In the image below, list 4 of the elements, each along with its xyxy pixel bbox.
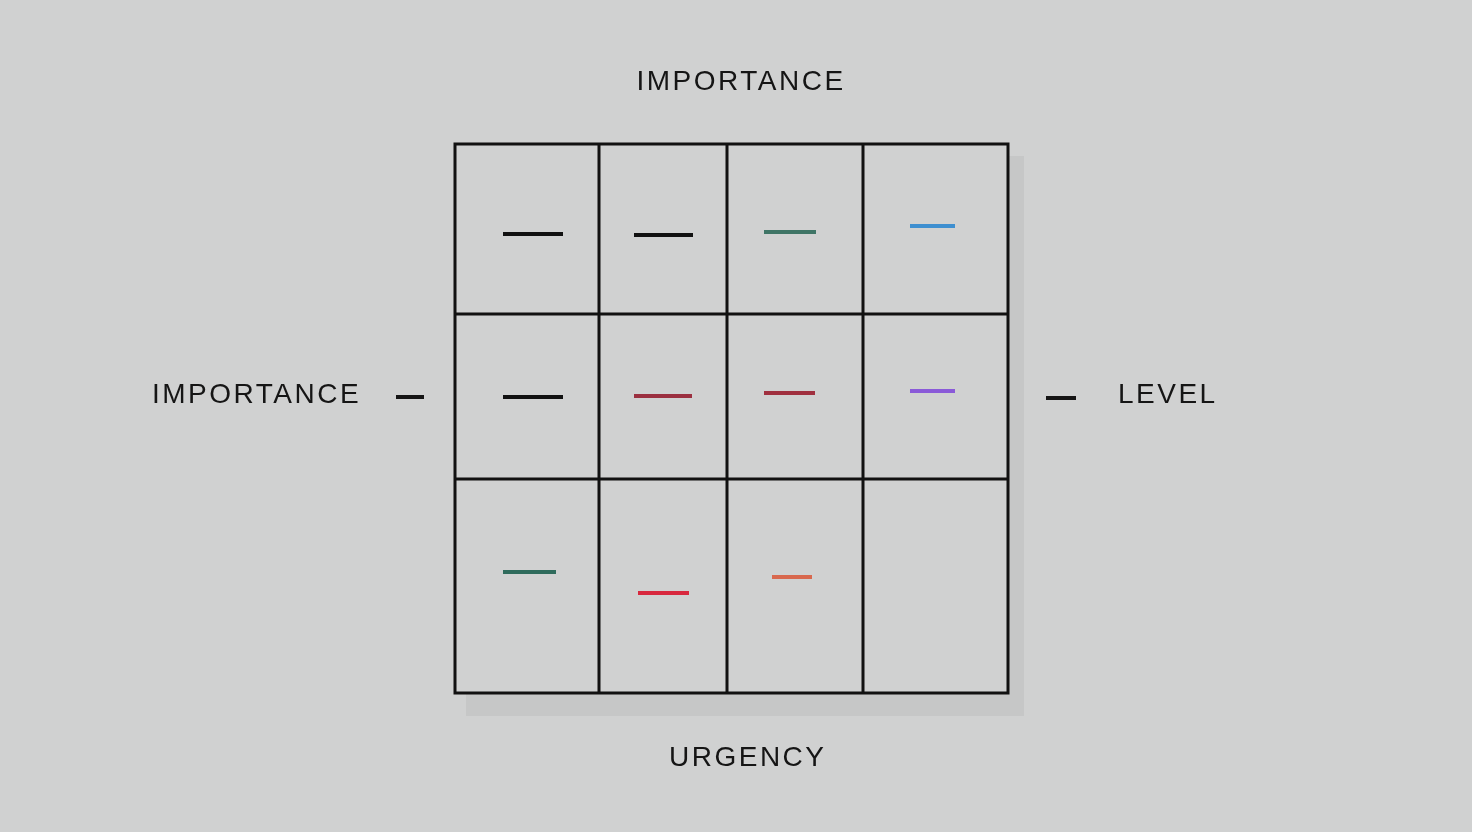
axis-label: LEVEL [1118,378,1218,410]
axis-label: URGENCY [669,741,827,773]
axis-label: IMPORTANCE [636,65,846,97]
axis-label: IMPORTANCE [152,378,362,410]
